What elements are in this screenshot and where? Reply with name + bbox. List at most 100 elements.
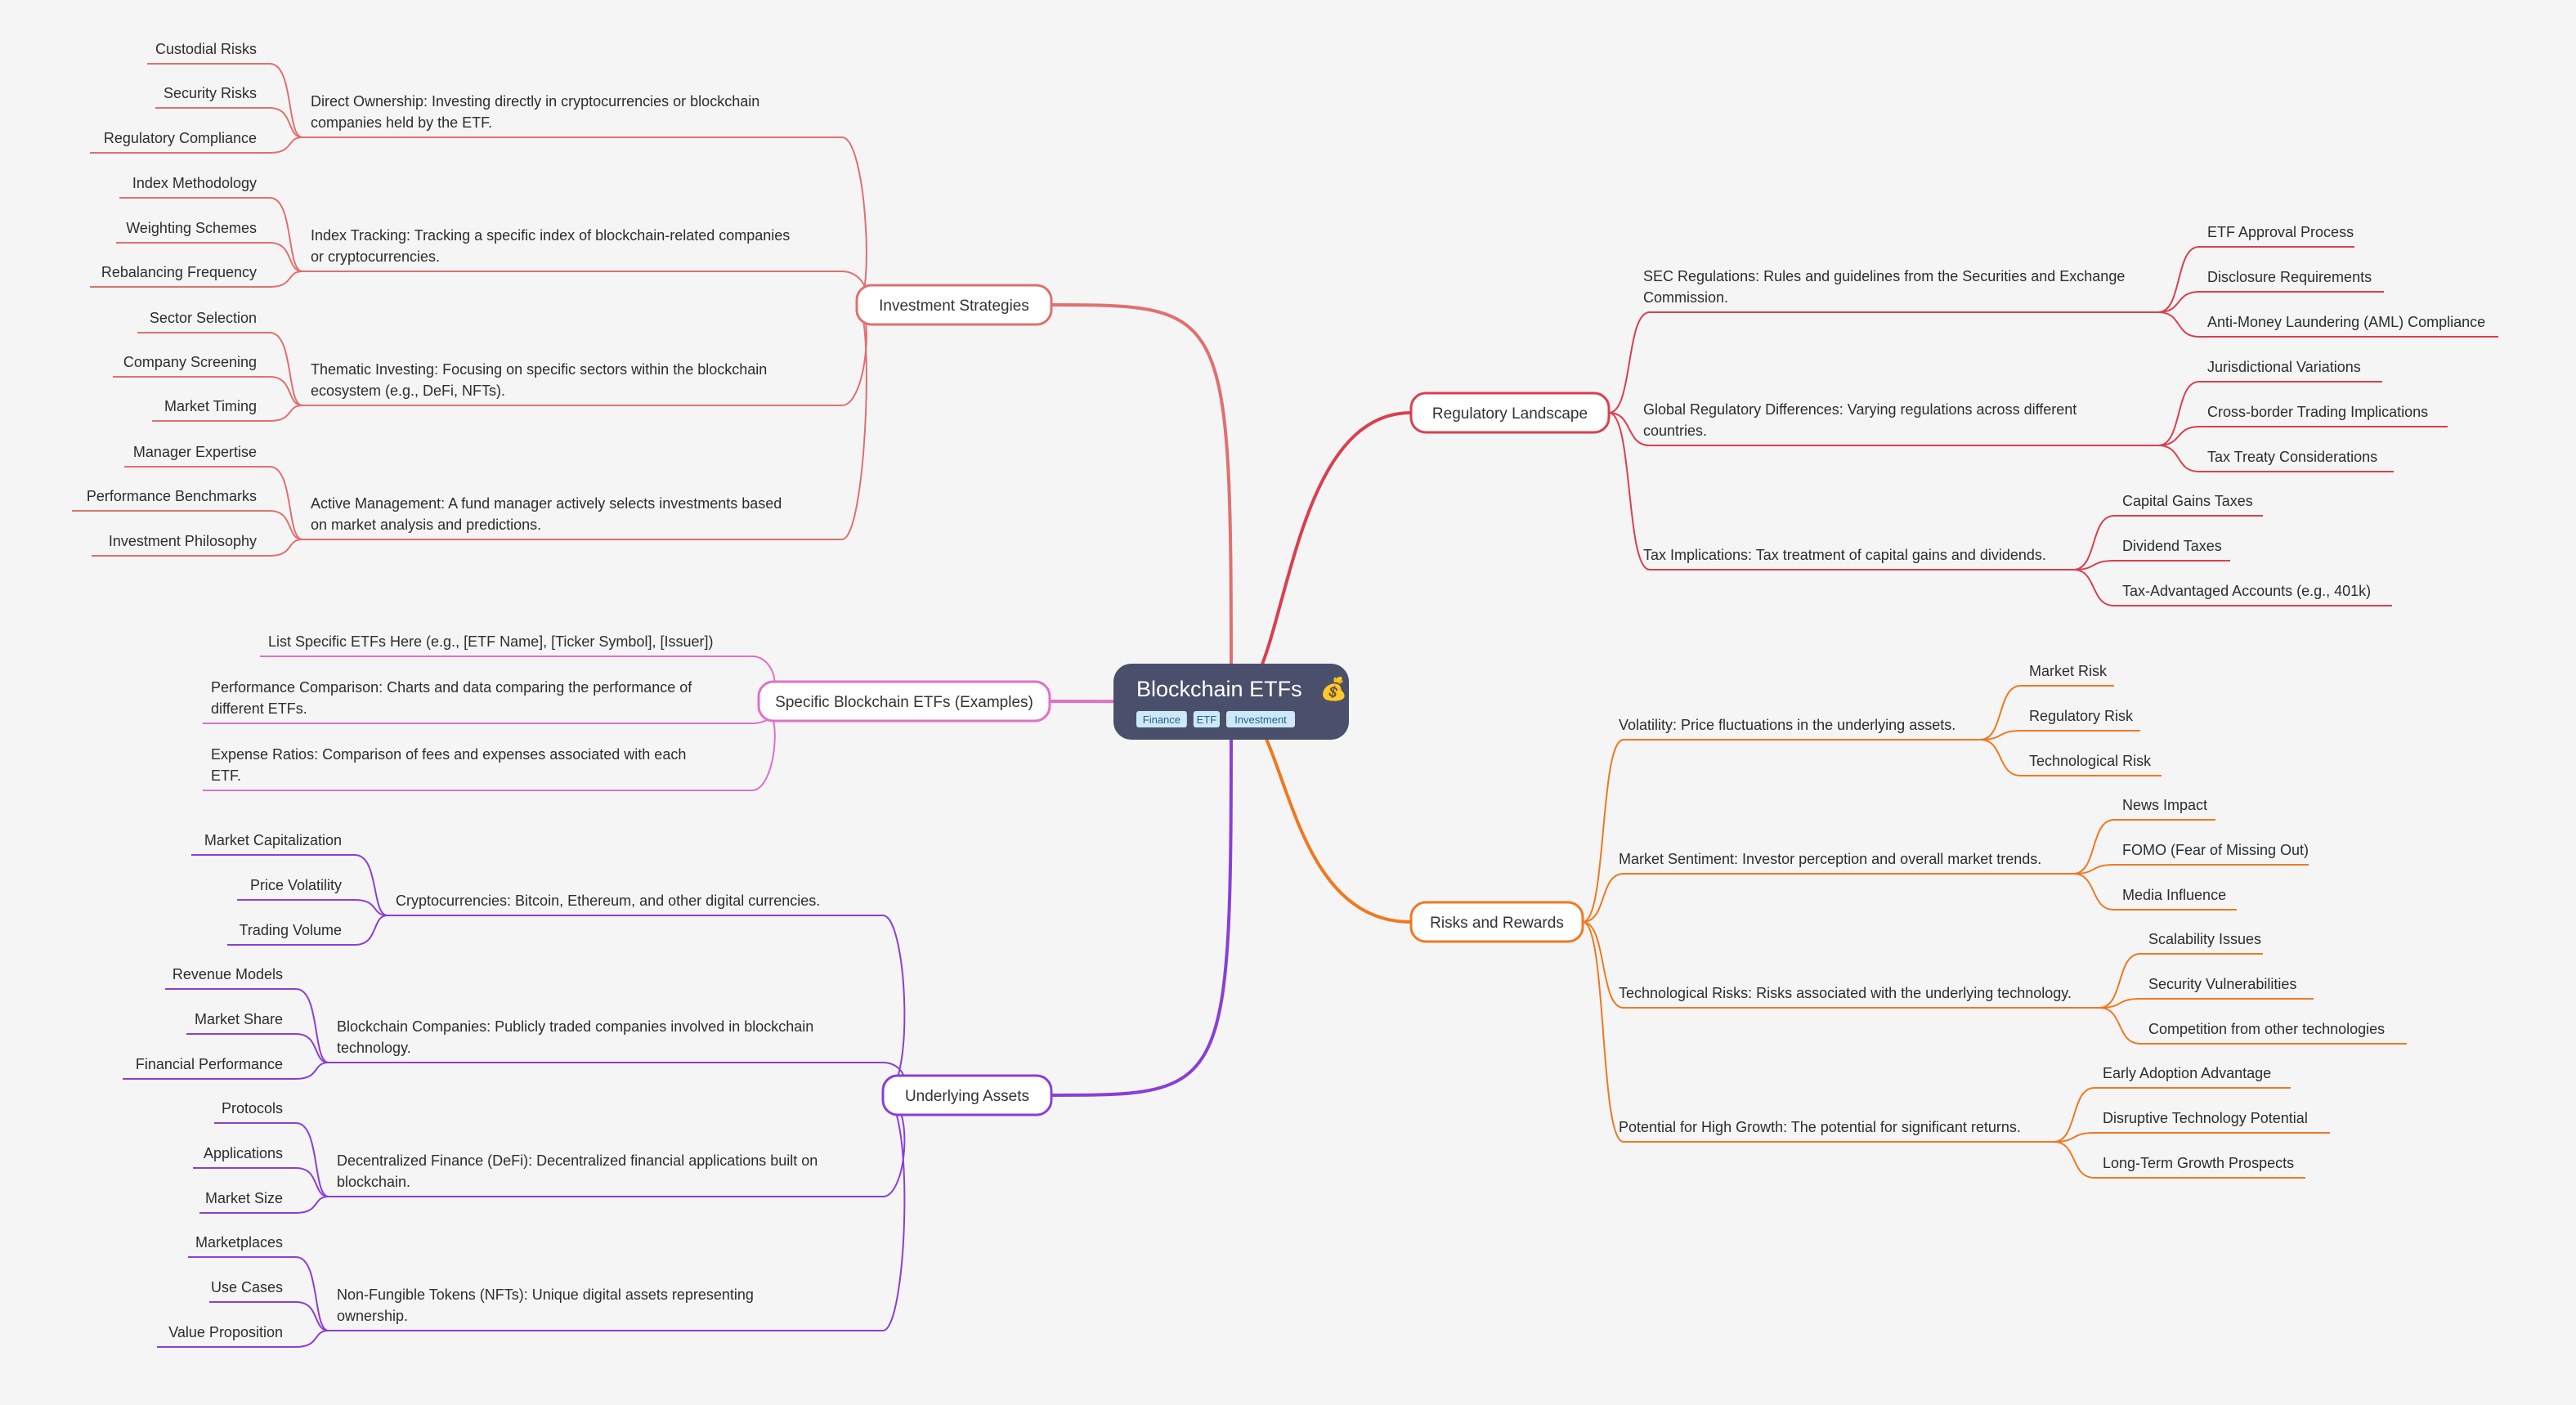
branch-node-risks-and-rewards[interactable]: Risks and Rewards (1409, 901, 1584, 943)
leaf-connector (2053, 1132, 2095, 1143)
topic-underlying-assets-3[interactable]: Non-Fungible Tokens (NFTs): Unique digit… (157, 1094, 906, 1348)
leaf-label: Capital Gains Taxes (2122, 493, 2253, 509)
leaf-media-influence[interactable]: Media Influence (2072, 873, 2237, 911)
leaf-connector (295, 988, 329, 1063)
leaf-cross-border-trading-implications[interactable]: Cross-border Trading Implications (2157, 404, 2448, 446)
topic-connector (841, 136, 867, 306)
topic-specific-blockchain-etfs-2[interactable]: Expense Ratios: Comparison of fees and e… (203, 700, 776, 791)
leaf-manager-expertise[interactable]: Manager Expertise (124, 444, 303, 540)
leaf-market-capitalization[interactable]: Market Capitalization (191, 832, 388, 916)
topic-underlying-assets-0[interactable]: Cryptocurrencies: Bitcoin, Ethereum, and… (191, 832, 906, 1096)
leaf-anti-money-laundering-aml-compliance[interactable]: Anti-Money Laundering (AML) Compliance (2157, 311, 2498, 338)
topic-connector (882, 915, 906, 1096)
leaf-tax-treaty-considerations[interactable]: Tax Treaty Considerations (2157, 445, 2394, 472)
leaf-label: Market Capitalization (204, 832, 342, 848)
leaf-disclosure-requirements[interactable]: Disclosure Requirements (2157, 269, 2384, 313)
topic-text: Decentralized Finance (DeFi): Decentrali… (337, 1152, 818, 1169)
branch-node-specific-blockchain-etfs[interactable]: Specific Blockchain ETFs (Examples) (757, 680, 1051, 723)
leaf-label: Anti-Money Laundering (AML) Compliance (2207, 314, 2485, 330)
leaf-rebalancing-frequency[interactable]: Rebalancing Frequency (90, 264, 303, 288)
branch-investment-strategies: Direct Ownership: Investing directly in … (72, 41, 1233, 702)
leaf-sector-selection[interactable]: Sector Selection (137, 310, 303, 406)
leaf-label: Trading Volume (240, 922, 342, 938)
leaf-connector (2157, 311, 2200, 338)
topic-regulatory-landscape-0[interactable]: SEC Regulations: Rules and guidelines fr… (1608, 224, 2498, 414)
leaf-label: Market Share (195, 1011, 283, 1027)
leaf-financial-performance[interactable]: Financial Performance (123, 1056, 329, 1080)
branch-node-label: Investment Strategies (879, 298, 1029, 315)
topic-risks-and-rewards-0[interactable]: Volatility: Price fluctuations in the un… (1582, 663, 2162, 923)
leaf-value-proposition[interactable]: Value Proposition (157, 1324, 329, 1348)
leaf-market-share[interactable]: Market Share (186, 1011, 329, 1063)
topic-text: Non-Fungible Tokens (NFTs): Unique digit… (337, 1286, 754, 1303)
leaf-marketplaces[interactable]: Marketplaces (188, 1234, 329, 1331)
leaf-price-volatility[interactable]: Price Volatility (237, 877, 388, 916)
leaf-disruptive-technology-potential[interactable]: Disruptive Technology Potential (2053, 1110, 2330, 1143)
leaf-performance-benchmarks[interactable]: Performance Benchmarks (72, 488, 303, 540)
leaf-early-adoption-advantage[interactable]: Early Adoption Advantage (2053, 1065, 2291, 1143)
topic-investment-strategies-2[interactable]: Thematic Investing: Focusing on specific… (113, 304, 867, 422)
leaf-news-impact[interactable]: News Impact (2072, 797, 2215, 875)
leaf-competition-from-other-technologies[interactable]: Competition from other technologies (2099, 1007, 2407, 1045)
leaf-technological-risk[interactable]: Technological Risk (1979, 739, 2162, 776)
branch-risks-and-rewards: Volatility: Price fluctuations in the un… (1230, 663, 2407, 1179)
branch-node-box (881, 1074, 1053, 1116)
leaf-dividend-taxes[interactable]: Dividend Taxes (2072, 538, 2230, 571)
leaf-capital-gains-taxes[interactable]: Capital Gains Taxes (2072, 493, 2263, 571)
topic-text: Thematic Investing: Focusing on specific… (311, 361, 767, 378)
leaf-connector (1979, 739, 2022, 776)
leaf-tax-advantaged-accounts-e-g-401k[interactable]: Tax-Advantaged Accounts (e.g., 401k) (2072, 569, 2392, 606)
leaf-trading-volume[interactable]: Trading Volume (227, 915, 388, 946)
branch-node-box (1409, 901, 1584, 943)
topic-text: Index Tracking: Tracking a specific inde… (311, 227, 790, 244)
topic-investment-strategies-0[interactable]: Direct Ownership: Investing directly in … (90, 41, 867, 306)
topic-underlying-assets-2[interactable]: Decentralized Finance (DeFi): Decentrali… (193, 1094, 906, 1214)
leaf-investment-philosophy[interactable]: Investment Philosophy (92, 533, 303, 557)
leaf-label: Applications (204, 1145, 283, 1161)
leaf-connector (2072, 864, 2115, 875)
leaf-security-vulnerabilities[interactable]: Security Vulnerabilities (2099, 976, 2314, 1009)
branch-node-underlying-assets[interactable]: Underlying Assets (881, 1074, 1053, 1116)
branch-node-regulatory-landscape[interactable]: Regulatory Landscape (1409, 392, 1611, 434)
topic-risks-and-rewards-2[interactable]: Technological Risks: Risks associated wi… (1582, 921, 2407, 1045)
leaf-use-cases[interactable]: Use Cases (209, 1279, 329, 1331)
leaf-custodial-risks[interactable]: Custodial Risks (147, 41, 303, 138)
money-bag-icon: 💰 (1320, 676, 1348, 702)
topic-investment-strategies-3[interactable]: Active Management: A fund manager active… (72, 304, 867, 557)
leaf-index-methodology[interactable]: Index Methodology (119, 175, 303, 272)
topic-regulatory-landscape-1[interactable]: Global Regulatory Differences: Varying r… (1608, 359, 2448, 472)
leaf-connector (2072, 819, 2115, 875)
topic-connector (1608, 412, 1651, 571)
leaf-protocols[interactable]: Protocols (214, 1100, 329, 1197)
topic-regulatory-landscape-2[interactable]: Tax Implications: Tax treatment of capit… (1608, 412, 2392, 606)
leaf-revenue-models[interactable]: Revenue Models (165, 966, 329, 1063)
leaf-company-screening[interactable]: Company Screening (113, 354, 303, 406)
topic-risks-and-rewards-3[interactable]: Potential for High Growth: The potential… (1582, 921, 2330, 1179)
topic-risks-and-rewards-1[interactable]: Market Sentiment: Investor perception an… (1582, 797, 2309, 923)
branch-node-investment-strategies[interactable]: Investment Strategies (855, 284, 1053, 326)
leaf-label: Revenue Models (172, 966, 283, 982)
leaf-regulatory-compliance[interactable]: Regulatory Compliance (90, 130, 303, 154)
root-connector-investment-strategies (1051, 303, 1233, 702)
leaf-connector (2072, 873, 2115, 911)
topic-specific-blockchain-etfs-1[interactable]: Performance Comparison: Charts and data … (203, 679, 776, 724)
topic-underlying-assets-1[interactable]: Blockchain Companies: Publicly traded co… (123, 966, 906, 1096)
leaf-weighting-schemes[interactable]: Weighting Schemes (116, 220, 303, 272)
topic-text: different ETFs. (211, 700, 307, 717)
leaf-scalability-issues[interactable]: Scalability Issues (2099, 931, 2263, 1009)
leaf-market-size[interactable]: Market Size (199, 1190, 329, 1214)
leaf-security-risks[interactable]: Security Risks (155, 85, 303, 138)
leaf-fomo-fear-of-missing-out[interactable]: FOMO (Fear of Missing Out) (2072, 842, 2309, 875)
leaf-label: Media Influence (2122, 887, 2226, 903)
leaf-applications[interactable]: Applications (193, 1145, 329, 1197)
leaf-label: Market Risk (2029, 663, 2108, 679)
leaf-regulatory-risk[interactable]: Regulatory Risk (1979, 708, 2140, 741)
leaf-market-risk[interactable]: Market Risk (1979, 663, 2114, 741)
leaf-etf-approval-process[interactable]: ETF Approval Process (2157, 224, 2354, 313)
leaf-long-term-growth-prospects[interactable]: Long-Term Growth Prospects (2053, 1141, 2305, 1179)
leaf-jurisdictional-variations[interactable]: Jurisdictional Variations (2157, 359, 2382, 446)
topic-text: ecosystem (e.g., DeFi, NFTs). (311, 383, 505, 399)
topic-investment-strategies-1[interactable]: Index Tracking: Tracking a specific inde… (90, 175, 867, 306)
leaf-market-timing[interactable]: Market Timing (152, 398, 303, 422)
